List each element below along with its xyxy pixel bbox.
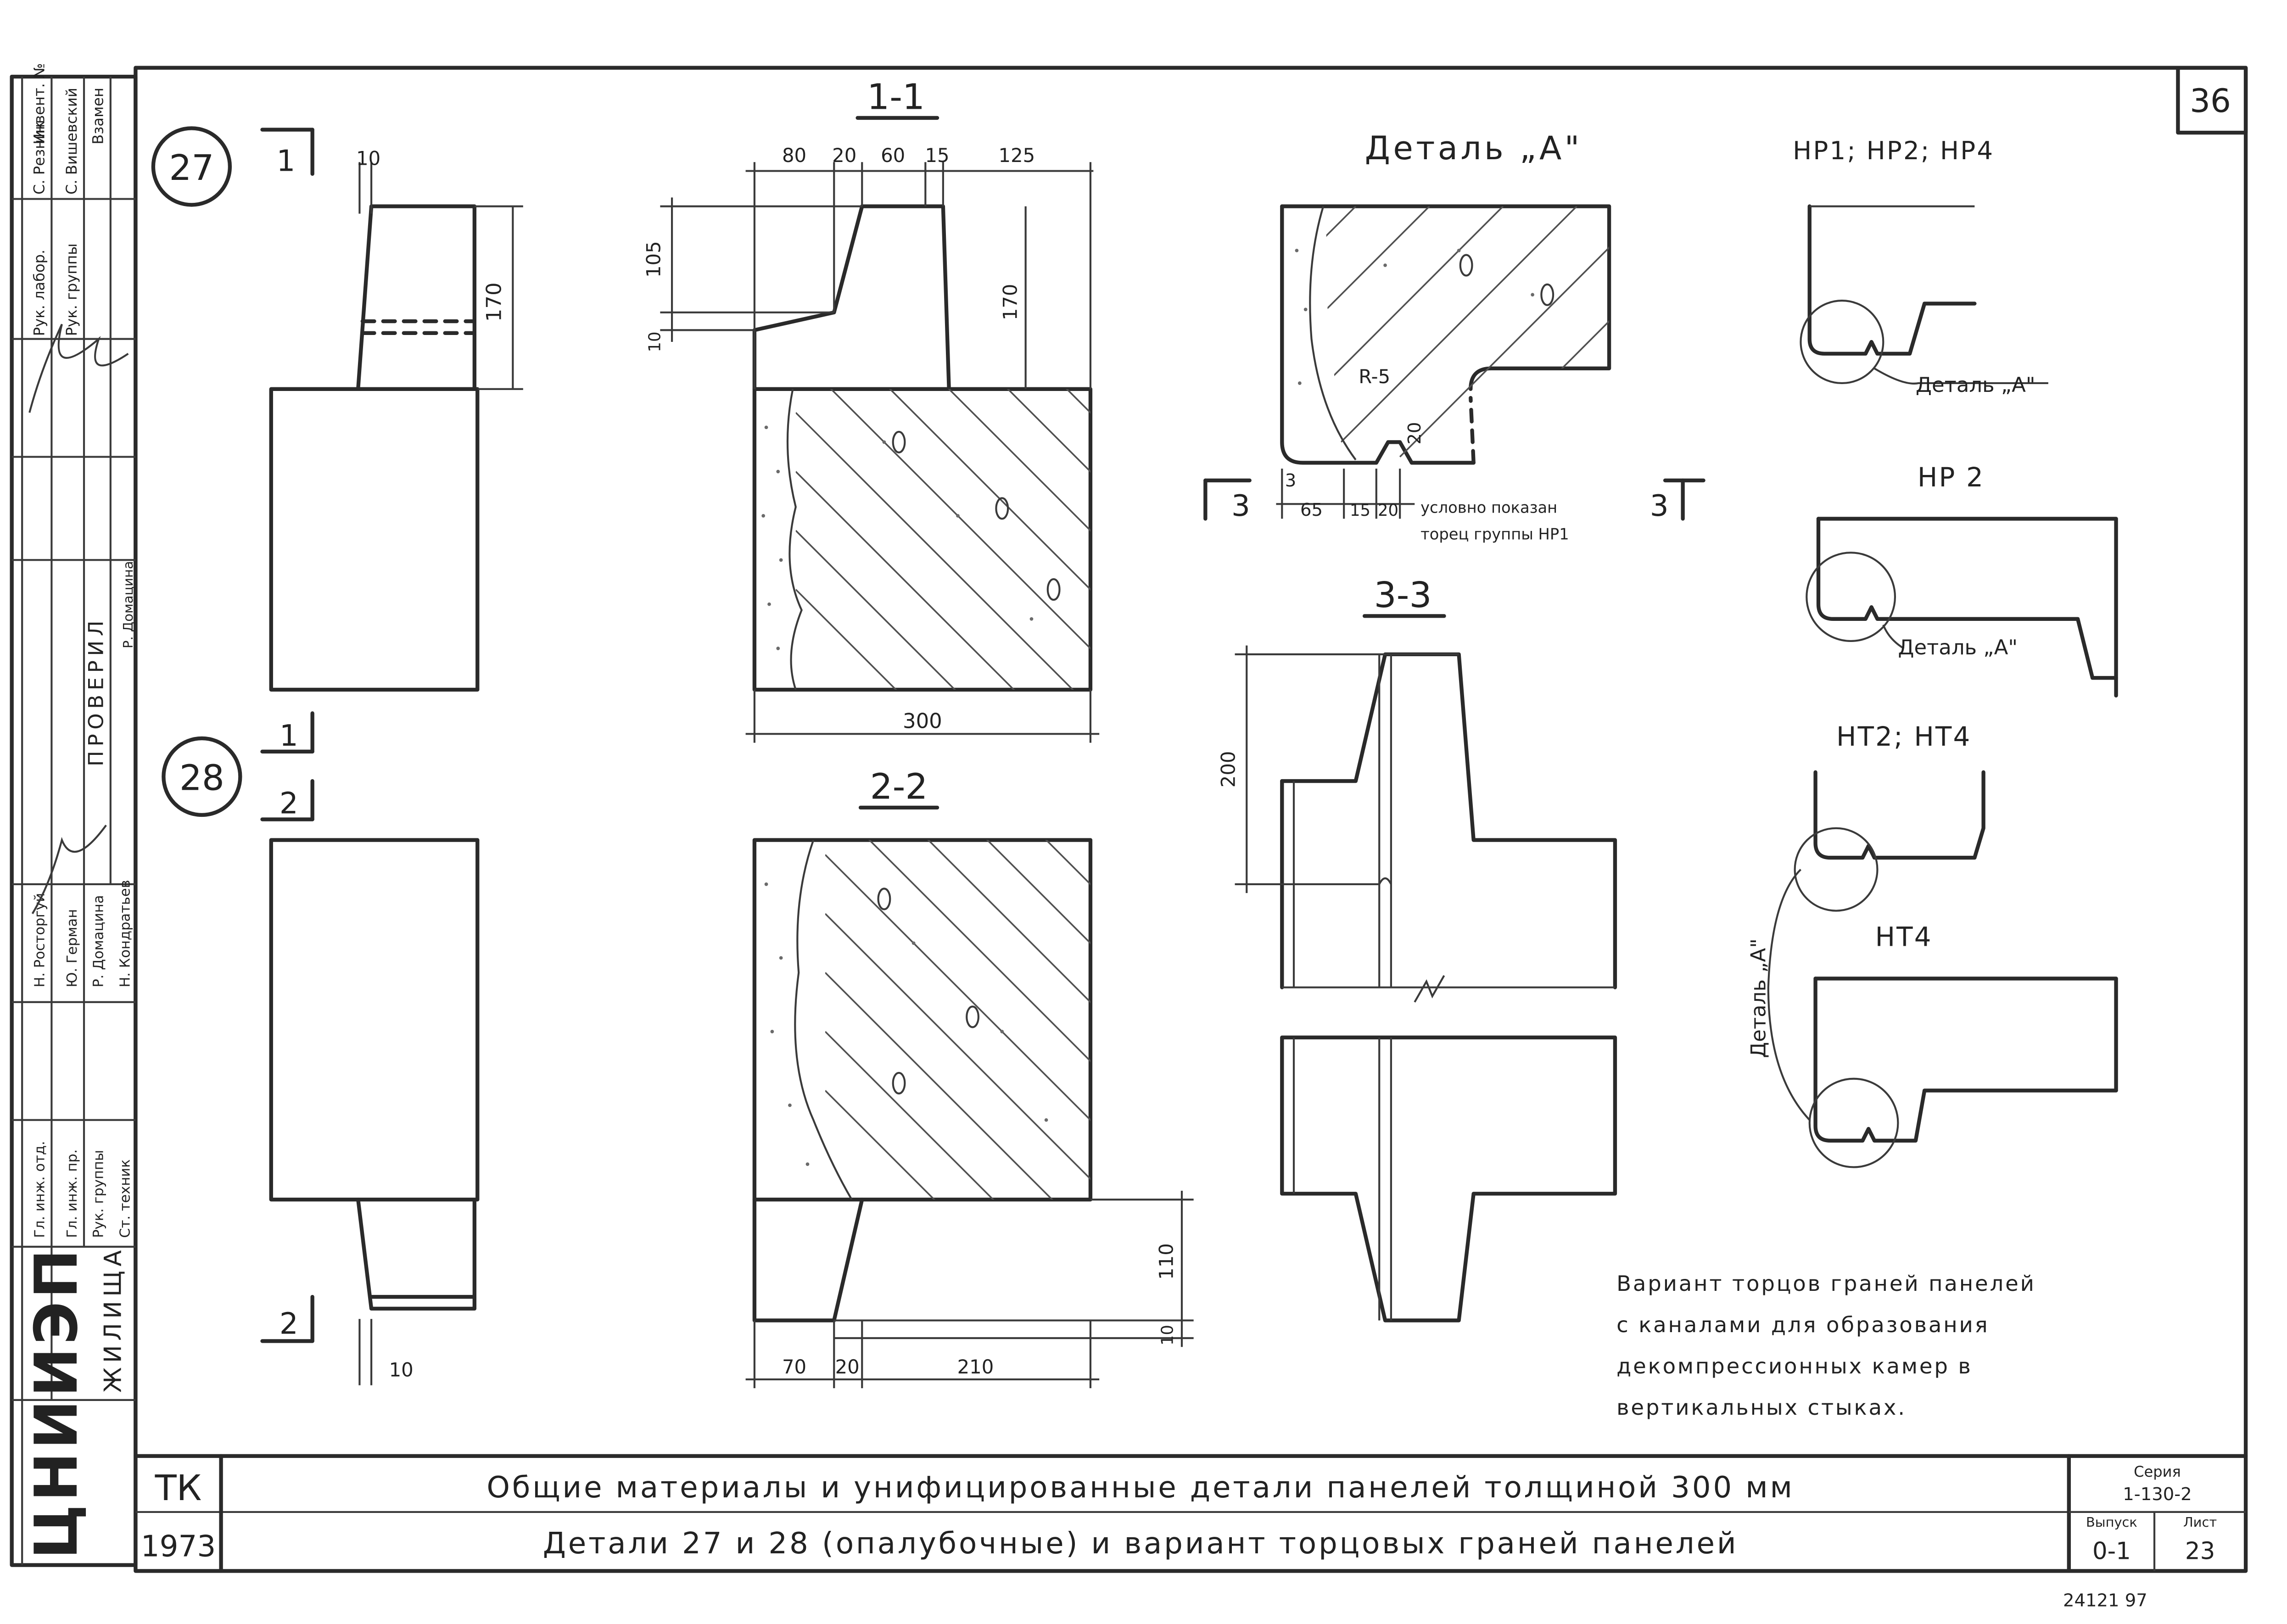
d28-dim-10: 10 bbox=[389, 1358, 414, 1381]
s22-dim-10: 10 bbox=[1158, 1325, 1177, 1345]
sheet-number: 36 bbox=[2190, 82, 2231, 120]
s22-dim-210: 210 bbox=[957, 1356, 994, 1378]
s11-dim-300: 300 bbox=[903, 709, 942, 733]
checked-header: ПРОВЕРИЛ bbox=[84, 616, 108, 766]
profile-title-4: НТ4 bbox=[1875, 921, 1933, 953]
section-2-2: 2-2 110 bbox=[745, 766, 1194, 1389]
profile-nr1-nr2-nr4: НР1; НР2; НР4 Деталь „А" bbox=[1793, 136, 2048, 397]
sheet-frame: 36 bbox=[10, 66, 2248, 1573]
title-year: 1973 bbox=[141, 1529, 216, 1563]
s11-dim-60: 60 bbox=[881, 144, 905, 167]
section-mark-3-right: 3 bbox=[1650, 489, 1669, 523]
staff-name-3: Р. Домацина bbox=[91, 895, 107, 987]
stamp-name-1: С. Резник bbox=[30, 121, 48, 195]
section-1-1-hatching bbox=[795, 389, 1090, 690]
detail-a: Деталь „А" R-5 20 3 65 15 20 bbox=[1203, 129, 1705, 543]
profile-title-3: НТ2; НТ4 bbox=[1836, 721, 1972, 752]
staff-name-4: Н. Кондратьев bbox=[117, 880, 134, 987]
caption-line-2: с каналами для образования bbox=[1616, 1312, 1989, 1337]
s11-dim-80: 80 bbox=[782, 144, 806, 167]
staff-role-1: Гл. инж. отд. bbox=[32, 1141, 48, 1238]
stamp-name-2: С. Вишевский bbox=[63, 88, 80, 195]
section-1-1-title: 1-1 bbox=[867, 77, 925, 118]
left-stamp: Рук. лабор. Рук. группы С. Резник С. Виш… bbox=[11, 63, 136, 1565]
d27-dim-10: 10 bbox=[356, 147, 380, 170]
s11-dim-20: 20 bbox=[832, 144, 856, 167]
series-label: Серия bbox=[2134, 1463, 2181, 1480]
detail-27: 27 1 10 170 bbox=[151, 126, 523, 692]
series-value: 1-130-2 bbox=[2123, 1484, 2192, 1505]
detail-a-radius: R-5 bbox=[1359, 365, 1390, 388]
s22-dim-70: 70 bbox=[782, 1356, 806, 1378]
stamp-col3-1: Инвент. № bbox=[30, 63, 48, 144]
section-1-1: 1-1 80 20 60 bbox=[642, 77, 1100, 743]
title-line-2: Детали 27 и 28 (опалубочные) и вариант т… bbox=[543, 1526, 1739, 1561]
detail-a-dim-65: 65 bbox=[1300, 500, 1323, 520]
section-2-2-title: 2-2 bbox=[870, 766, 928, 808]
sheet-value: 23 bbox=[2185, 1538, 2215, 1565]
staff-name-2: Ю. Герман bbox=[64, 909, 80, 988]
org-logo: ЦНИИЭП bbox=[22, 1246, 91, 1559]
stamp-col3-2: Взамен bbox=[89, 88, 107, 145]
detail-a-dim-20b: 20 bbox=[1378, 501, 1398, 520]
detail-a-dim-3: 3 bbox=[1285, 470, 1297, 491]
s11-dim-125: 125 bbox=[999, 144, 1035, 167]
section-3-3: 3-3 200 bbox=[1217, 575, 1617, 1323]
s11-dim-170: 170 bbox=[999, 284, 1021, 321]
sheet-label: Лист bbox=[2183, 1514, 2217, 1530]
detail-a-note-1: условно показан bbox=[1420, 499, 1557, 517]
profile-title-2: НР 2 bbox=[1918, 462, 1985, 493]
issue-value: 0-1 bbox=[2092, 1538, 2131, 1565]
footer-stamp: 24121 97 bbox=[2063, 1590, 2147, 1611]
signature-1 bbox=[28, 324, 129, 413]
section-mark-2-bottom: 2 bbox=[280, 1306, 298, 1341]
signature-2 bbox=[31, 825, 107, 915]
profile-nt2-nt4: НТ2; НТ4 bbox=[1794, 721, 1985, 912]
section-mark-3-left: 3 bbox=[1231, 489, 1250, 523]
s22-dim-110: 110 bbox=[1155, 1243, 1178, 1280]
section-mark-1-bottom: 1 bbox=[280, 719, 298, 753]
s11-dim-105: 105 bbox=[642, 241, 665, 278]
detail-a-dim-20: 20 bbox=[1404, 422, 1425, 445]
s11-dim-10: 10 bbox=[645, 332, 664, 352]
detail-28-number: 28 bbox=[179, 757, 224, 798]
staff-role-3: Рук. группы bbox=[91, 1150, 107, 1238]
detail-a-title: Деталь „А" bbox=[1365, 129, 1582, 167]
caption: Вариант торцов граней панелей с каналами… bbox=[1616, 1271, 2036, 1420]
s33-dim-200: 200 bbox=[1217, 751, 1240, 788]
caption-line-4: вертикальных стыках. bbox=[1616, 1395, 1907, 1420]
org-subtitle: ЖИЛИЩА bbox=[99, 1246, 127, 1393]
stamp-role-1: Рук. лабор. bbox=[30, 250, 48, 336]
staff-role-4: Ст. техник bbox=[117, 1159, 134, 1238]
section-3-3-title: 3-3 bbox=[1374, 575, 1432, 616]
profile-detail-label-1: Деталь „А" bbox=[1916, 373, 2035, 397]
d27-dim-170: 170 bbox=[482, 282, 506, 322]
section-mark-1-top: 1 bbox=[276, 144, 295, 179]
profile-detail-label-2: Деталь „А" bbox=[1898, 635, 2018, 659]
s11-dim-15: 15 bbox=[925, 144, 949, 167]
issue-label: Выпуск bbox=[2086, 1514, 2137, 1530]
caption-line-1: Вариант торцов граней панелей bbox=[1616, 1271, 2036, 1296]
staff-role-2: Гл. инж. пр. bbox=[64, 1149, 80, 1238]
caption-line-3: декомпрессионных камер в bbox=[1616, 1354, 1973, 1378]
profile-detail-label-3: Деталь „А" bbox=[1746, 938, 1770, 1058]
staff-name-1: Н. Росторгуй bbox=[32, 893, 48, 988]
profile-nr2: НР 2 Деталь „А" bbox=[1806, 462, 2118, 698]
detail-28: 28 1 2 2 10 bbox=[162, 711, 480, 1385]
title-line-1: Общие материалы и унифицированные детали… bbox=[486, 1470, 1794, 1505]
detail-a-note-2: торец группы НР1 bbox=[1420, 525, 1569, 543]
section-mark-2-top: 2 bbox=[280, 787, 298, 821]
s22-dim-20: 20 bbox=[835, 1356, 860, 1378]
detail-a-hatching bbox=[1326, 206, 1610, 458]
title-code: ТК bbox=[155, 1468, 202, 1509]
detail-a-dim-15: 15 bbox=[1350, 501, 1370, 520]
stamp-role-2: Рук. группы bbox=[63, 243, 80, 336]
profile-nt4: НТ4 Деталь „А" bbox=[1746, 869, 2118, 1168]
title-block: ТК 1973 Общие материалы и унифицированны… bbox=[134, 1454, 2248, 1611]
detail-27-number: 27 bbox=[169, 147, 214, 189]
checked-name: Р. Домацина bbox=[120, 561, 136, 648]
profile-title-1: НР1; НР2; НР4 bbox=[1793, 136, 1994, 165]
section-2-2-hatching bbox=[825, 840, 1090, 1200]
